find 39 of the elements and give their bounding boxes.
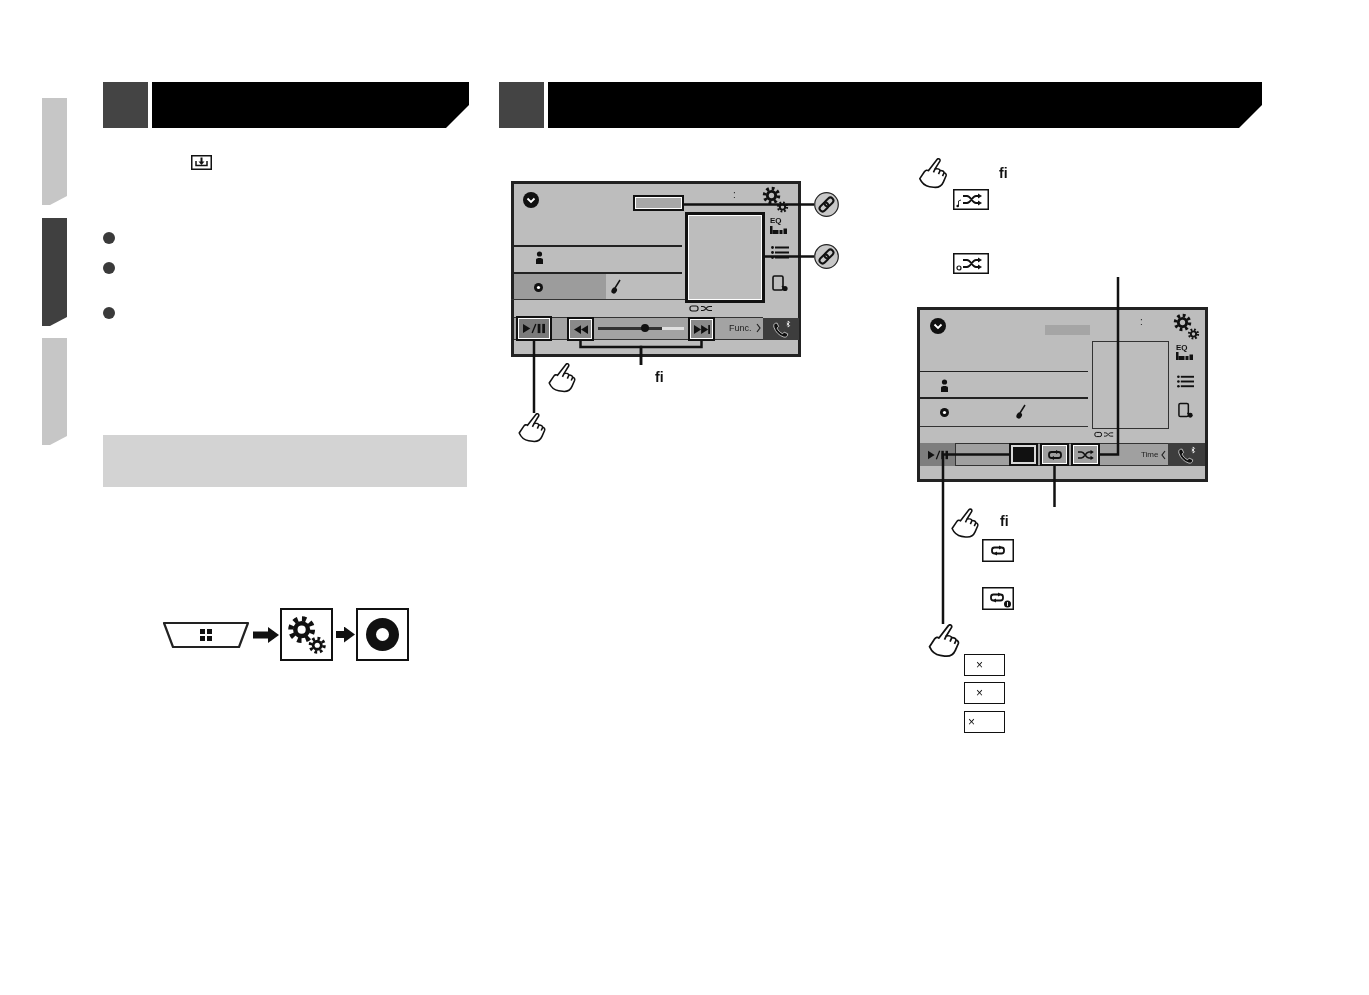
clock-colon: : bbox=[1140, 316, 1144, 328]
leader-line bbox=[639, 341, 703, 365]
leader-line bbox=[684, 203, 814, 206]
home-button bbox=[162, 621, 250, 649]
fast-forward-button bbox=[688, 317, 715, 341]
settings-tile bbox=[280, 608, 333, 661]
eq-label: EQ bbox=[770, 216, 783, 225]
disc-tile bbox=[356, 608, 409, 661]
option-box bbox=[964, 682, 1005, 704]
time-label: Time bbox=[1141, 449, 1160, 460]
callout-text: fi bbox=[655, 369, 665, 385]
rewind-button bbox=[567, 317, 594, 341]
multiply-sign-text: × bbox=[968, 716, 975, 728]
play-pause-button bbox=[516, 316, 552, 341]
option-box bbox=[964, 711, 1005, 733]
callout-text: fi bbox=[1000, 513, 1010, 529]
option-box bbox=[964, 654, 1005, 676]
leader-line bbox=[1100, 277, 1120, 456]
hand-pointer-icon bbox=[517, 413, 547, 443]
multiply-sign-text: × bbox=[976, 687, 983, 699]
link-icon bbox=[814, 244, 839, 269]
leader-line bbox=[1053, 466, 1056, 507]
shuffle-button bbox=[1071, 443, 1100, 466]
leader-line bbox=[532, 341, 536, 413]
link-icon bbox=[814, 192, 839, 217]
eq-label: EQ bbox=[1176, 343, 1189, 352]
callout-text: fi bbox=[999, 165, 1009, 181]
repeat-button bbox=[1040, 443, 1069, 466]
mode-badge bbox=[633, 195, 684, 211]
touchscreen-display bbox=[511, 181, 801, 357]
leader-line bbox=[941, 453, 1009, 624]
hand-pointer-icon bbox=[928, 624, 960, 658]
square-button bbox=[1009, 443, 1038, 466]
leader-line bbox=[765, 255, 814, 258]
multiply-sign-text: × bbox=[976, 659, 983, 671]
album-art-frame bbox=[685, 212, 765, 303]
touchscreen-display bbox=[917, 307, 1208, 482]
clock-colon: : bbox=[733, 189, 737, 201]
function-label: Func. bbox=[729, 322, 753, 334]
